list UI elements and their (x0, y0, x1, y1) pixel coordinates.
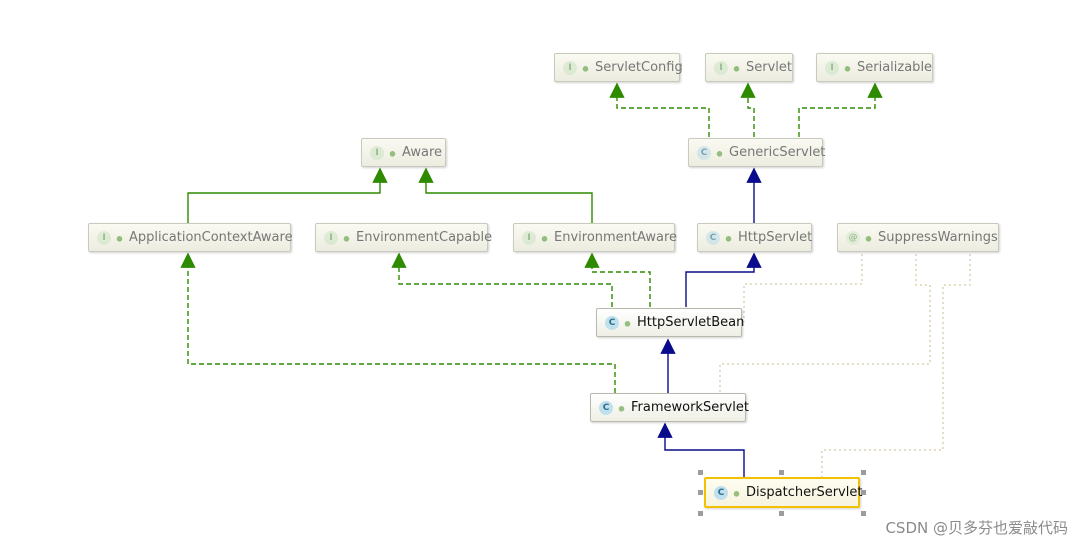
selection-handle-middle-left[interactable] (698, 490, 703, 495)
node-frameworkservlet[interactable]: C FrameworkServlet (590, 393, 749, 422)
edge-appcontextaware-aware (187, 167, 388, 223)
public-visibility-icon (724, 233, 733, 242)
interface-icon: I (563, 60, 577, 75)
node-label: ApplicationContextAware (129, 230, 293, 245)
node-serializable[interactable]: I Serializable (816, 53, 933, 82)
edges-suppresswarnings (719, 254, 971, 477)
edges-aware (187, 167, 593, 223)
public-visibility-icon (581, 63, 590, 72)
interface-icon: I (825, 60, 839, 75)
node-httpservletbean[interactable]: C HttpServletBean (596, 308, 745, 337)
node-label: FrameworkServlet (631, 400, 749, 415)
public-visibility-icon (540, 233, 549, 242)
interface-icon: I (97, 230, 111, 245)
public-visibility-icon (115, 233, 124, 242)
public-visibility-icon (342, 233, 351, 242)
node-label: GenericServlet (729, 145, 826, 160)
node-label: DispatcherServlet (746, 485, 863, 500)
edge-httpservletbean-environmentaware (584, 252, 651, 307)
selection-handle-bottom-left[interactable] (698, 511, 703, 516)
class-icon: C (714, 485, 728, 500)
edge-genericservlet-serializable (798, 82, 883, 137)
node-label: EnvironmentAware (554, 230, 678, 245)
edges-generic-servlet (609, 82, 883, 137)
public-visibility-icon (617, 403, 626, 412)
edge-httpservletbean-httpservlet (685, 252, 762, 307)
public-visibility-icon (864, 233, 873, 242)
interface-icon: I (370, 145, 384, 160)
node-aware[interactable]: I Aware (361, 138, 446, 167)
public-visibility-icon (732, 63, 741, 72)
edge-genericservlet-servlet (740, 82, 756, 137)
node-httpservlet[interactable]: C HttpServlet (697, 223, 812, 252)
edge-suppresswarnings-frameworkservlet (719, 254, 931, 393)
annotation-icon: @ (846, 230, 860, 245)
node-label: Servlet (746, 60, 792, 75)
edge-suppresswarnings-httpservletbean (743, 254, 863, 322)
edge-frameworkservlet-appcontextaware (180, 252, 616, 393)
public-visibility-icon (623, 318, 632, 327)
selection-handle-top-right[interactable] (861, 470, 866, 475)
selection-handle-top-left[interactable] (698, 470, 703, 475)
edge-dispatcherservlet-frameworkservlet (657, 422, 745, 477)
edge-environmentaware-aware (418, 167, 593, 223)
node-label: HttpServletBean (637, 315, 745, 330)
edge-genericservlet-servletconfig (609, 82, 710, 137)
class-icon: C (697, 145, 711, 160)
node-servlet[interactable]: I Servlet (705, 53, 793, 82)
node-label: Aware (402, 145, 443, 160)
node-genericservlet[interactable]: C GenericServlet (688, 138, 826, 167)
node-label: HttpServlet (738, 230, 813, 245)
edge-suppresswarnings-dispatcherservlet (821, 254, 971, 477)
class-icon: C (605, 315, 619, 330)
edge-httpservletbean-environmentcapable (391, 252, 613, 307)
node-label: EnvironmentCapable (356, 230, 493, 245)
interface-icon: I (324, 230, 338, 245)
selection-handle-bottom-middle[interactable] (779, 511, 784, 516)
node-servletconfig[interactable]: I ServletConfig (554, 53, 683, 82)
node-label: Serializable (857, 60, 933, 75)
selection-handle-bottom-right[interactable] (861, 511, 866, 516)
public-visibility-icon (388, 148, 397, 157)
public-visibility-icon (732, 488, 741, 497)
interface-icon: I (522, 230, 536, 245)
node-label: ServletConfig (595, 60, 683, 75)
node-applicationcontextaware[interactable]: I ApplicationContextAware (88, 223, 293, 252)
node-suppresswarnings[interactable]: @ SuppressWarnings (837, 223, 999, 252)
public-visibility-icon (843, 63, 852, 72)
selection-handle-middle-right[interactable] (861, 490, 866, 495)
public-visibility-icon (715, 148, 724, 157)
node-dispatcherservlet[interactable]: C DispatcherServlet (704, 477, 863, 508)
interface-icon: I (714, 60, 728, 75)
edges-httpservletbean-interfaces (391, 252, 651, 307)
node-environmentaware[interactable]: I EnvironmentAware (513, 223, 678, 252)
class-icon: C (706, 230, 720, 245)
node-environmentcapable[interactable]: I EnvironmentCapable (315, 223, 492, 252)
node-label: SuppressWarnings (878, 230, 998, 245)
watermark-text: CSDN @贝多芬也爱敲代码 (885, 519, 1068, 537)
class-icon: C (599, 400, 613, 415)
selection-handle-top-middle[interactable] (779, 470, 784, 475)
